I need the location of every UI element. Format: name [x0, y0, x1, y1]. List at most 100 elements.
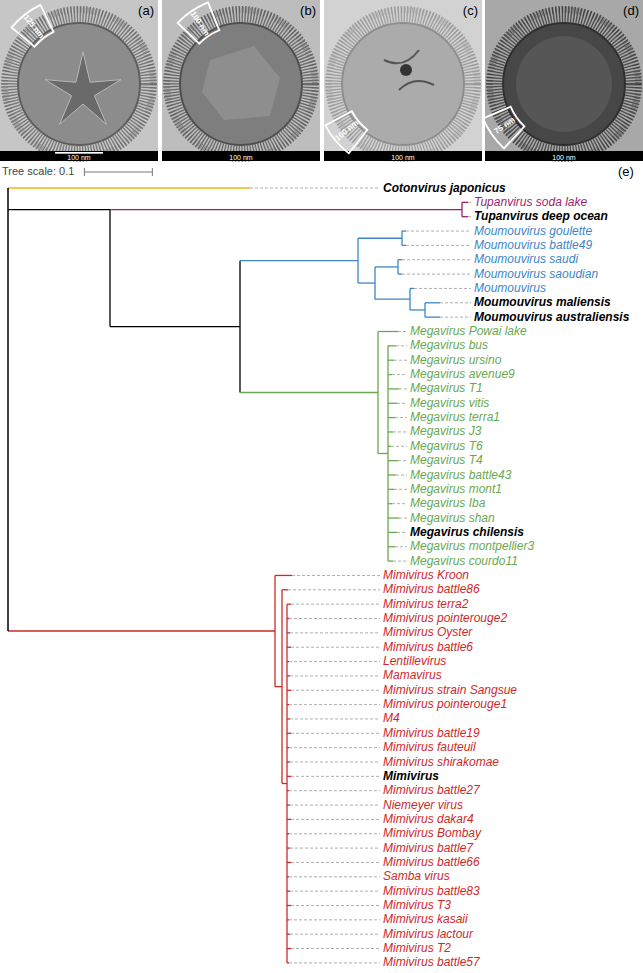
tree-branch — [425, 316, 440, 317]
tree-branch — [388, 503, 392, 504]
taxon-label: Mimivirus battle7 — [383, 841, 473, 856]
panel-letter: (d) — [623, 3, 639, 18]
leader-dash — [393, 561, 407, 562]
tree-branch — [287, 833, 289, 834]
tree-branch — [287, 948, 291, 949]
tem-image — [324, 0, 482, 161]
leader-dash — [402, 274, 471, 275]
taxon-label: Megavirus T6 — [410, 439, 483, 454]
leader-dash — [406, 231, 471, 232]
tree-branch — [410, 309, 425, 310]
leader-dash — [291, 604, 380, 605]
stargate-structure — [45, 52, 121, 124]
tree-scale-bar — [152, 168, 153, 176]
taxon-label: Megavirus courdo11 — [410, 554, 518, 569]
inner-core — [400, 64, 412, 76]
leader-dash — [291, 647, 380, 648]
leader-dash — [289, 661, 380, 662]
tree-branch — [375, 299, 410, 300]
tree-branch — [240, 260, 358, 261]
panel-letter: (e) — [618, 164, 634, 179]
tree-branch — [462, 202, 468, 203]
taxon-label: Megavirus ursino — [410, 353, 501, 368]
tree-branch — [282, 589, 288, 590]
taxon-label: Megavirus J3 — [410, 424, 481, 439]
taxon-label: Moumouvirus battle49 — [474, 238, 592, 253]
leader-dash — [398, 460, 407, 461]
tree-branch — [287, 934, 290, 935]
leader-dash — [250, 188, 380, 189]
taxon-label: Mimivirus battle83 — [383, 884, 480, 899]
scale-bar — [55, 152, 103, 153]
taxon-label: Moumouvirus — [474, 281, 546, 296]
leader-dash — [291, 948, 380, 949]
taxon-label: Mimivirus battle19 — [383, 726, 480, 741]
leader-dash — [396, 345, 407, 346]
tree-branch — [402, 230, 406, 231]
measure-box — [12, 5, 54, 47]
leader-dash — [289, 704, 380, 705]
tree-branch — [8, 187, 250, 189]
taxon-label: Niemeyer virus — [383, 798, 463, 813]
tree-branch — [287, 632, 290, 633]
leader-dash — [289, 618, 380, 619]
scale-strip — [485, 151, 643, 161]
taxon-label: Mimivirus Oyster — [383, 625, 472, 640]
leader-dash — [290, 805, 380, 806]
taxon-label: Megavirus avenue9 — [410, 367, 515, 382]
leader-dash — [291, 690, 380, 691]
taxon-label: Megavirus montpellier3 — [410, 539, 534, 554]
taxon-label: Mimivirus dakar4 — [383, 812, 474, 827]
capsid — [180, 23, 302, 145]
taxon-label: Megavirus T1 — [410, 381, 483, 396]
tree-scale-bar — [84, 172, 152, 173]
scale-strip — [162, 151, 320, 161]
tree-branch — [287, 804, 290, 805]
leader-dash — [290, 632, 380, 633]
tree-branch — [287, 647, 291, 648]
tree-branch — [388, 517, 399, 518]
scale-bar — [55, 152, 103, 153]
leader-dash — [414, 288, 471, 289]
taxon-label: Mimivirus pointerouge2 — [383, 611, 507, 626]
measure-box — [325, 111, 367, 153]
tree-branch — [287, 747, 289, 748]
tree-branch — [378, 453, 388, 454]
fibril-layer — [329, 10, 477, 158]
taxon-label: Lentillevirus — [383, 654, 446, 669]
taxon-label: Moumouvirus saudi — [474, 252, 578, 267]
fibril-layer — [333, 14, 473, 154]
taxon-label: Mimivirus Bombay — [383, 826, 481, 841]
leader-dash — [402, 259, 471, 260]
tree-branch — [287, 819, 291, 820]
leader-dash — [397, 532, 407, 533]
taxon-label: Mimivirus battle6 — [383, 640, 473, 655]
leader-dash — [289, 876, 380, 877]
leader-dash — [290, 675, 380, 676]
tree-branch — [287, 618, 289, 619]
tree-branch — [287, 704, 289, 705]
taxon-label: Moumouvirus goulette — [474, 224, 592, 239]
tree-branch — [388, 431, 393, 432]
leader-dash — [392, 503, 407, 504]
tree-branch — [287, 962, 289, 963]
leader-dash — [396, 475, 407, 476]
tree-branch — [398, 273, 402, 274]
tree-branch — [375, 266, 398, 267]
taxon-label: Mimivirus Kroon — [383, 568, 469, 583]
taxon-label: Mimivirus battle27 — [383, 783, 480, 798]
tree-branch — [287, 790, 289, 791]
leader-dash — [289, 747, 380, 748]
tree-branch — [110, 209, 462, 210]
tree-branch — [287, 862, 291, 863]
tree-branch — [388, 446, 391, 447]
tree-branch — [7, 188, 9, 631]
leader-dash — [289, 790, 380, 791]
tree-branch — [275, 686, 282, 687]
tree-branch — [282, 783, 287, 784]
taxon-label: Megavirus Powai lake — [410, 324, 527, 339]
inner-fold — [384, 50, 434, 90]
tree-branch — [287, 876, 289, 877]
tree-branch — [358, 238, 402, 239]
